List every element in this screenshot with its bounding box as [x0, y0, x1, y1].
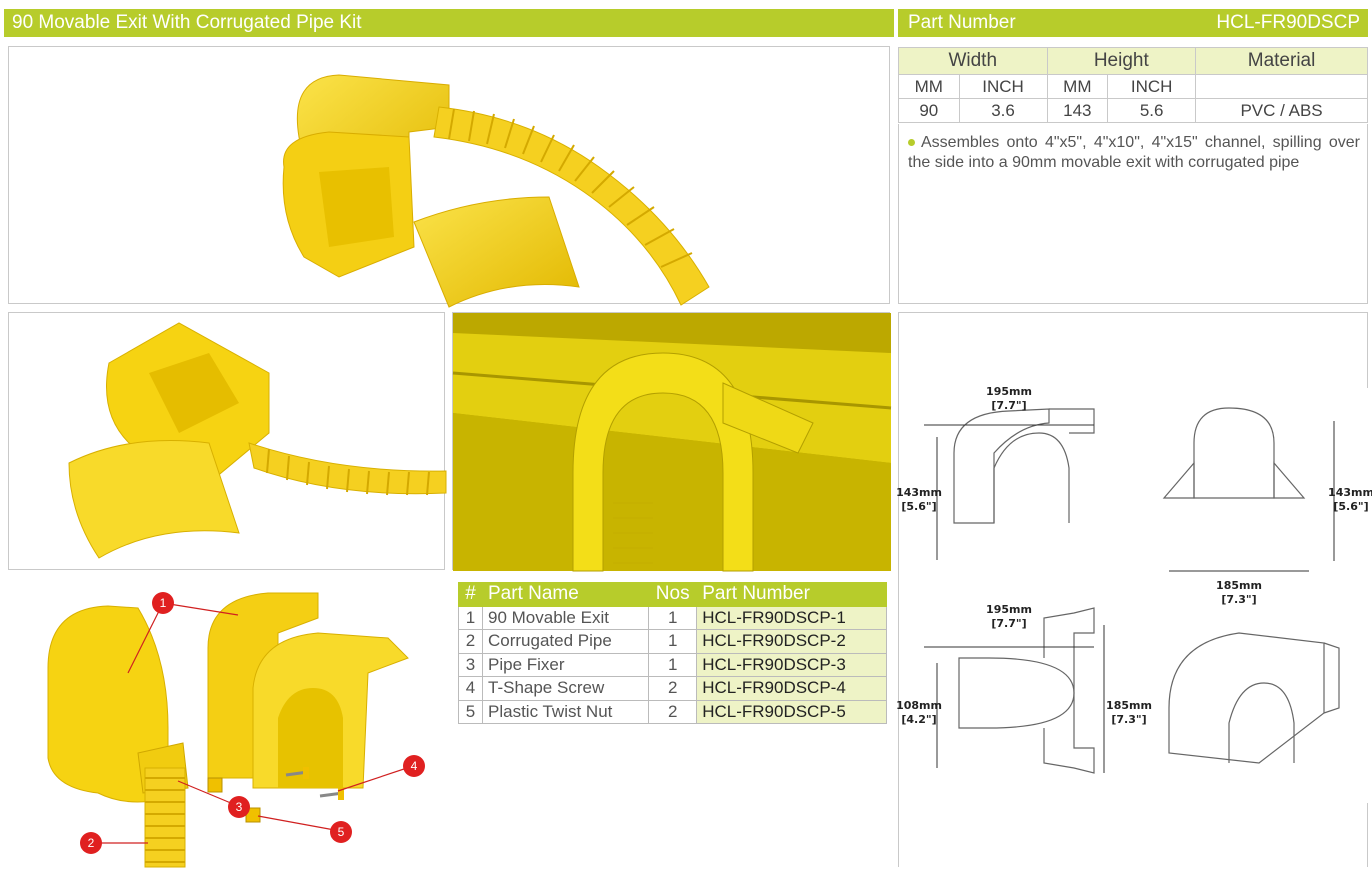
part-name: Corrugated Pipe [481, 629, 650, 654]
dim-143-right: 143mm [1328, 486, 1372, 499]
table-row: 1 90 Movable Exit 1 HCL-FR90DSCP-1 [458, 605, 887, 630]
dim-143-right-in: [5.6"] [1333, 500, 1368, 513]
product-photo-angle [8, 312, 447, 570]
part-number: HCL-FR90DSCP-1 [696, 605, 887, 630]
spec-header-height: Height [1046, 47, 1197, 75]
kit-angle-illustration [68, 322, 447, 559]
table-row: 4 T-Shape Screw 2 HCL-FR90DSCP-4 [458, 676, 887, 701]
parts-table-header: # Part Name Nos Part Number [458, 582, 887, 607]
part-name: 90 Movable Exit [481, 605, 650, 630]
exploded-view: 1 2 3 4 5 [8, 578, 445, 868]
spec-height-inch: 5.6 [1107, 98, 1197, 123]
installed-render-illustration [452, 313, 892, 572]
dim-143-left-in: [5.6"] [901, 500, 936, 513]
part-number-value: HCL-FR90DSCP [1216, 12, 1360, 33]
spec-sub-mm: MM [898, 74, 960, 99]
spec-header-material: Material [1195, 47, 1368, 75]
part-num: 5 [458, 699, 483, 724]
part-name: Plastic Twist Nut [481, 699, 650, 724]
table-row: 5 Plastic Twist Nut 2 HCL-FR90DSCP-5 [458, 699, 887, 724]
parts-header-name: Part Name [481, 582, 650, 607]
product-photo-installed [452, 312, 892, 572]
spec-sub-inch: INCH [958, 74, 1048, 99]
bullet-icon [908, 139, 915, 147]
spec-height-mm: 143 [1046, 98, 1109, 123]
part-num: 2 [458, 629, 483, 654]
spec-sub-material [1195, 74, 1368, 99]
spec-material: PVC / ABS [1195, 98, 1368, 123]
spec-width-mm: 90 [898, 98, 960, 123]
part-nos: 2 [648, 676, 698, 701]
spec-width-inch: 3.6 [958, 98, 1048, 123]
callout-badge-2: 2 [80, 832, 102, 854]
kit-parts-illustration [282, 74, 710, 308]
product-photo-main [8, 46, 890, 308]
dim-185-bottom-in: [7.3"] [1111, 713, 1146, 726]
part-nos: 1 [648, 605, 698, 630]
spec-header-width: Width [898, 47, 1048, 75]
dimension-drawing: 195mm [7.7"] 143mm [5.6"] 143mm [5.6"] 1… [896, 385, 1372, 803]
description-text: Assembles onto 4"x5", 4"x10", 4"x15" cha… [908, 134, 1360, 171]
part-num: 4 [458, 676, 483, 701]
part-number-label: Part Number [908, 12, 1016, 33]
dim-195-bottom: 195mm [986, 603, 1032, 616]
parts-header-num: # [458, 582, 483, 607]
spec-panel-border [898, 124, 1368, 304]
page-title: 90 Movable Exit With Corrugated Pipe Kit [4, 9, 894, 37]
dim-143-left: 143mm [896, 486, 942, 499]
part-number: HCL-FR90DSCP-5 [696, 699, 887, 724]
callout-badge-3: 3 [228, 796, 250, 818]
part-nos: 1 [648, 652, 698, 677]
dim-195-bottom-in: [7.7"] [991, 617, 1026, 630]
part-num: 3 [458, 652, 483, 677]
dim-195-top: 195mm [986, 385, 1032, 398]
spec-sub-mm: MM [1046, 74, 1109, 99]
description: Assembles onto 4"x5", 4"x10", 4"x15" cha… [908, 133, 1360, 173]
part-number: HCL-FR90DSCP-2 [696, 629, 887, 654]
exploded-view-illustration [47, 592, 414, 868]
spec-sub-inch: INCH [1107, 74, 1197, 99]
table-row: 2 Corrugated Pipe 1 HCL-FR90DSCP-2 [458, 629, 887, 654]
dim-185-mid-in: [7.3"] [1221, 593, 1256, 606]
part-num: 1 [458, 605, 483, 630]
dim-185-bottom: 185mm [1106, 699, 1152, 712]
dim-195-top-in: [7.7"] [991, 399, 1026, 412]
callout-badge-1: 1 [152, 592, 174, 614]
callout-badge-5: 5 [330, 821, 352, 843]
part-nos: 1 [648, 629, 698, 654]
header: 90 Movable Exit With Corrugated Pipe Kit… [0, 0, 1372, 40]
dim-108: 108mm [896, 699, 942, 712]
table-row: 3 Pipe Fixer 1 HCL-FR90DSCP-3 [458, 652, 887, 677]
part-nos: 2 [648, 699, 698, 724]
parts-header-nos: Nos [648, 582, 698, 607]
dim-185-mid: 185mm [1216, 579, 1262, 592]
part-name: T-Shape Screw [481, 676, 650, 701]
callout-badge-4: 4 [403, 755, 425, 777]
parts-header-part-number: Part Number [696, 582, 887, 607]
spec-table: Width Height Material MM INCH MM INCH 90… [898, 47, 1368, 123]
part-number: HCL-FR90DSCP-4 [696, 676, 887, 701]
part-number-bar: Part Number HCL-FR90DSCP [898, 9, 1368, 37]
dim-108-in: [4.2"] [901, 713, 936, 726]
part-name: Pipe Fixer [481, 652, 650, 677]
part-number: HCL-FR90DSCP-3 [696, 652, 887, 677]
parts-table: # Part Name Nos Part Number 1 90 Movable… [458, 582, 887, 724]
dimension-drawing-panel: 195mm [7.7"] 143mm [5.6"] 143mm [5.6"] 1… [896, 312, 1372, 867]
